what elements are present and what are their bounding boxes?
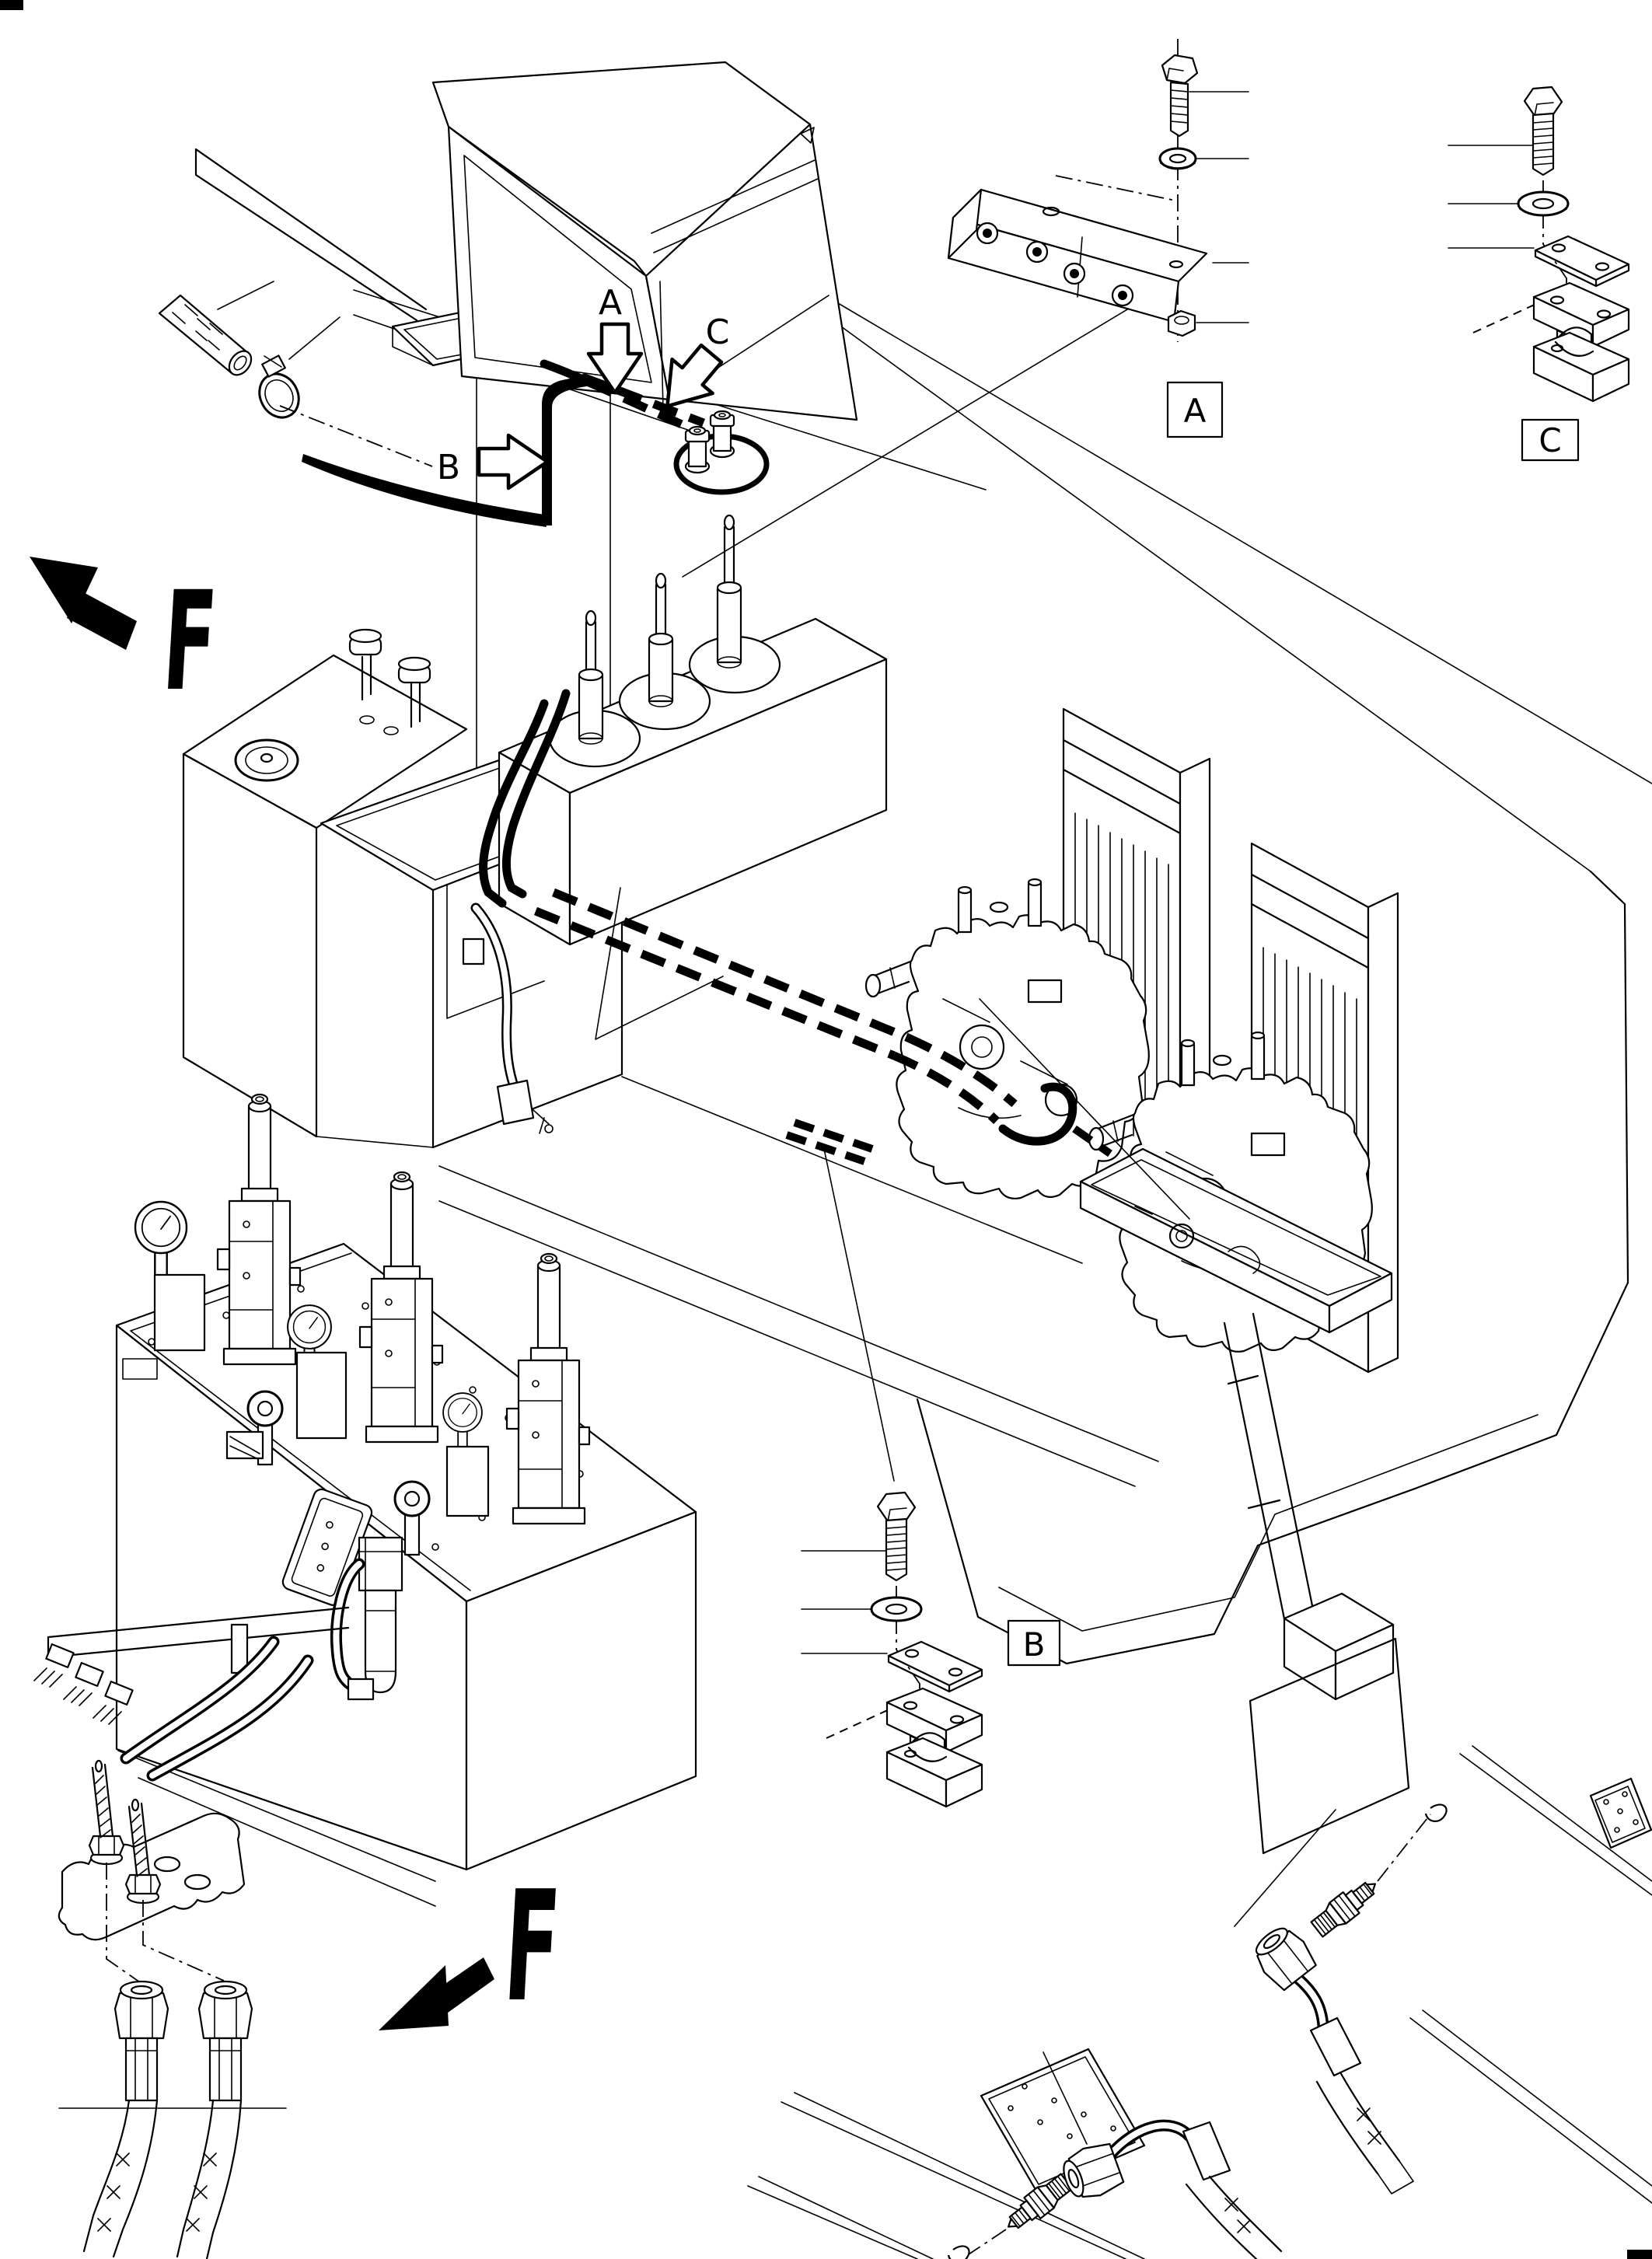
power-unit xyxy=(33,1093,697,1907)
elbow-hose-upper xyxy=(1234,1803,1448,2194)
detail-c: C xyxy=(1447,86,1630,462)
breather-caps xyxy=(348,628,431,735)
detail-a: A xyxy=(947,39,1249,438)
valve-tower-3 xyxy=(505,1252,591,1525)
detail-a-washer xyxy=(1158,147,1197,170)
leader-upper-hose xyxy=(1234,1809,1336,1927)
leader-to-detail-b xyxy=(823,1148,895,1482)
oval-plate xyxy=(673,410,770,495)
filter-assembly xyxy=(330,1536,403,1701)
detail-a-bolt xyxy=(1161,54,1199,138)
manifold-ports xyxy=(976,222,1134,307)
leader-lower-hose xyxy=(1043,2051,1088,2145)
adapter-upper xyxy=(1308,1873,1385,1941)
junction-box xyxy=(281,1488,373,1606)
detail-c-box-label: C xyxy=(1538,421,1561,459)
clamp-leaders xyxy=(217,281,341,360)
filter-box xyxy=(498,514,888,946)
match-mark-upper xyxy=(1424,1803,1448,1823)
rail-fittings xyxy=(33,1643,134,1725)
pipe-end-1 xyxy=(88,1759,125,1866)
hydraulic-tank xyxy=(182,628,468,1148)
match-mark-lower xyxy=(947,2245,970,2259)
detail-b-box-label: B xyxy=(1023,1625,1046,1664)
hose-routing xyxy=(302,359,1190,1482)
detail-a-manifold xyxy=(947,188,1208,323)
supply-hoses xyxy=(120,1636,314,1782)
arrow-a-label: A xyxy=(599,283,622,323)
mount-plate-small xyxy=(1589,1777,1652,1849)
leader-to-tray xyxy=(979,998,1190,1220)
detail-a-leaders xyxy=(1189,91,1249,323)
detail-a-box xyxy=(1166,381,1224,438)
view-arrow-f-bottom: F xyxy=(379,1858,564,2035)
detail-b: B xyxy=(800,1491,1061,1808)
detail-c-box xyxy=(1521,418,1580,462)
standpipes xyxy=(578,514,742,745)
plate-fitting-1 xyxy=(684,425,711,474)
hose-ends xyxy=(58,1980,287,2259)
hose-clamp-detail xyxy=(158,281,433,467)
detail-b-box xyxy=(1007,1619,1061,1667)
frame-rails-bottom-right xyxy=(747,1745,1652,2259)
hose-end-1 xyxy=(114,1980,169,2102)
hose-end-2 xyxy=(197,1980,253,2102)
arrow-b-icon xyxy=(479,435,547,488)
arrow-c-label: C xyxy=(706,312,730,352)
hose-clamp xyxy=(258,354,300,419)
detail-b-kit xyxy=(800,1491,983,1808)
detail-a-box-label: A xyxy=(1184,392,1207,430)
view-f-top-label: F xyxy=(159,561,221,721)
plate-fitting-2 xyxy=(709,410,735,459)
view-arrow-f-top: F xyxy=(30,557,221,721)
cab xyxy=(431,61,858,421)
callout-arrows: A B C xyxy=(437,283,732,488)
leader-v xyxy=(595,887,724,1040)
bay-hanging-hose xyxy=(470,903,554,1134)
pipe-plate xyxy=(58,1759,246,1983)
view-f-bottom-label: F xyxy=(500,1858,564,2035)
detail-c-kit xyxy=(1447,86,1630,403)
frame-and-tray xyxy=(438,1076,1410,1855)
arrow-b-label: B xyxy=(437,448,460,487)
pressure-gauge-1 xyxy=(134,1200,188,1279)
detail-a-nut xyxy=(1167,309,1196,337)
valve-tower-2 xyxy=(358,1171,444,1444)
elbow-hose-lower xyxy=(947,2051,1283,2259)
